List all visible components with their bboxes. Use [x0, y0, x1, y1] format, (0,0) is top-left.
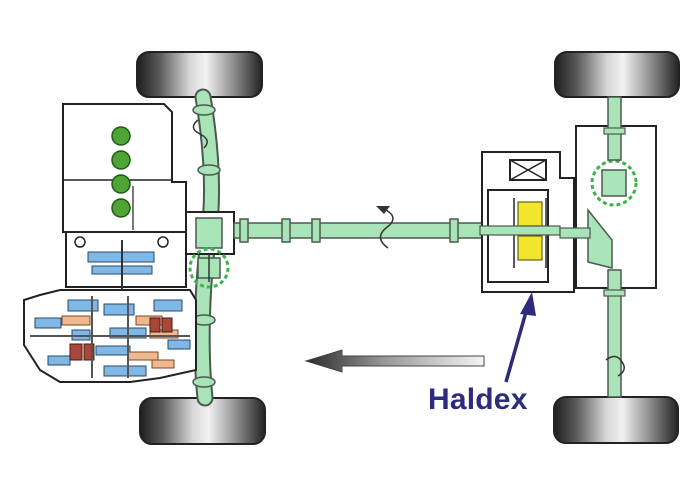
engine [62, 103, 187, 233]
engine-cylinder [111, 126, 131, 146]
clutch-housing [65, 231, 187, 290]
propeller-shaft [233, 206, 485, 249]
engine-cylinder [111, 198, 131, 218]
haldex-clutch-pack [517, 201, 543, 227]
gearbox [23, 289, 197, 383]
engine-cylinder [111, 150, 131, 170]
haldex-label: Haldex [428, 383, 528, 416]
haldex-pointer-arrow [504, 292, 536, 383]
rear-right-wheel [553, 396, 679, 444]
rear-axle-shaft [603, 96, 626, 398]
direction-arrow [304, 349, 485, 373]
engine-cylinder [111, 174, 131, 194]
rear-left-wheel [554, 51, 680, 98]
haldex-coupling [479, 151, 575, 293]
front-differential [185, 211, 235, 289]
haldex-clutch-pack [517, 235, 543, 261]
